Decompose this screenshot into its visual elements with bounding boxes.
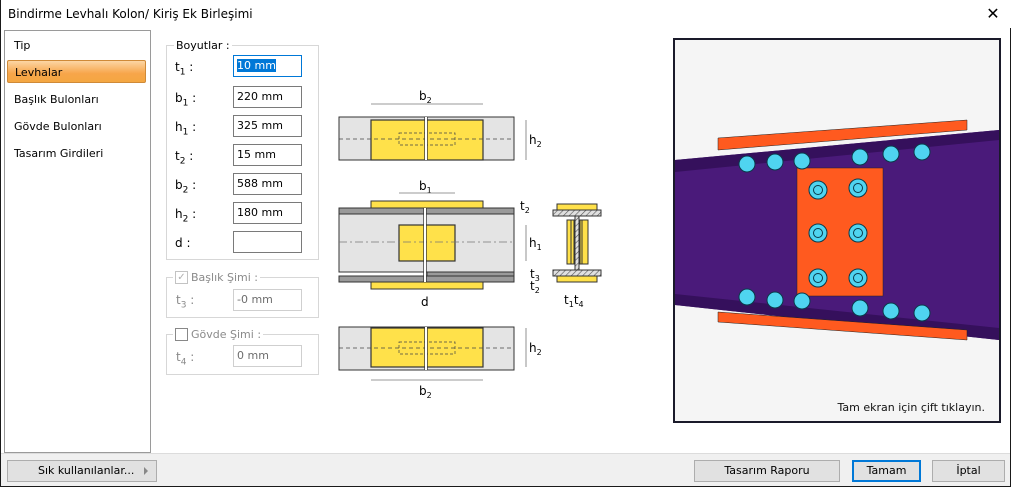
dim-label-b1: b1 : <box>175 91 197 109</box>
bottom-plan-view: h2 b2 <box>338 326 542 400</box>
design-report-button[interactable]: Tasarım Raporu <box>694 460 840 482</box>
bolt-3d <box>851 148 869 166</box>
chevron-right-icon <box>144 467 148 475</box>
sidebar-item-label: Tip <box>14 39 31 52</box>
t2-top-label: t2 <box>520 199 530 215</box>
sidebar-item-govde-bulonlari[interactable]: Gövde Bulonları <box>7 115 146 138</box>
sidebar-item-levhalar[interactable]: Levhalar <box>7 60 146 83</box>
bolt-3d <box>808 223 828 243</box>
bolt-3d <box>808 268 828 288</box>
web-shim-checkbox[interactable] <box>175 328 188 341</box>
sidebar-item-label: Başlık Bulonları <box>14 93 99 106</box>
dimensions-legend: Boyutlar : <box>174 39 232 52</box>
t4-label: t4 : <box>176 350 195 368</box>
dim-field-b2[interactable]: 588 mm <box>233 173 302 195</box>
dim-label-b2: b2 : <box>175 178 197 196</box>
top-plate-3d <box>717 119 968 151</box>
bolts-3d <box>738 143 931 322</box>
bolt-3d <box>851 299 869 317</box>
t4-field[interactable]: 0 mm <box>233 345 302 367</box>
dimensions-group: Boyutlar : <box>166 39 319 260</box>
footer-bar: Sık kullanılanlar... Tasarım Raporu Tama… <box>1 453 1010 486</box>
sidebar-item-label: Gövde Bulonları <box>14 120 102 133</box>
t3-label: t3 : <box>176 293 195 311</box>
b2-bottom-label: b2 <box>419 384 432 400</box>
bottom-flange-plate <box>370 281 484 290</box>
bolt-3d <box>793 292 811 310</box>
bolt-3d <box>766 291 784 309</box>
sidebar-nav: Tip Levhalar Başlık Bulonları Gövde Bulo… <box>4 30 151 453</box>
favorites-button[interactable]: Sık kullanılanlar... <box>7 460 157 482</box>
t2-bottom-label: t2 <box>530 279 540 295</box>
bottom-plate-3d <box>717 311 968 341</box>
dim-label-t1: t1 : <box>175 60 194 78</box>
viewer-hint: Tam ekran için çift tıklayın. <box>837 401 985 414</box>
t3-diagram-label: t3 <box>530 267 540 283</box>
dim-field-b1[interactable]: 220 mm <box>233 86 302 108</box>
dim-field-h2[interactable]: 180 mm <box>233 202 302 224</box>
elevation-view: b1 t2 h1 t3 t2 d <box>338 179 602 309</box>
bolt-3d <box>913 304 931 322</box>
d-label: d <box>421 295 429 309</box>
b2-top-label: b2 <box>419 89 432 105</box>
web-shim-group: Gövde Şimi : t4 : 0 mm <box>166 328 319 375</box>
bolt-3d <box>913 143 931 161</box>
bolt-3d <box>848 178 868 198</box>
sidebar-item-label: Levhalar <box>15 66 63 79</box>
sidebar-item-label: Tasarım Girdileri <box>14 147 104 160</box>
sidebar-item-baslik-bulonlari[interactable]: Başlık Bulonları <box>7 88 146 111</box>
shim <box>426 271 515 277</box>
cancel-button[interactable]: İptal <box>932 460 1005 482</box>
h2-top-label: h2 <box>529 133 542 149</box>
top-plan-view: b2 h2 <box>338 89 542 161</box>
bolt-3d <box>766 153 784 171</box>
h2-bottom-label: h2 <box>529 341 542 357</box>
web-shim-label: Gövde Şimi : <box>191 328 262 341</box>
dim-label-t2: t2 : <box>175 149 194 167</box>
bolt-3d <box>848 223 868 243</box>
bolt-3d <box>738 288 756 306</box>
flange-shim-label: Başlık Şimi : <box>191 271 259 284</box>
dim-field-t1[interactable]: 10 mm <box>233 55 302 77</box>
ok-button[interactable]: Tamam <box>852 460 921 482</box>
bolt-3d <box>808 180 828 200</box>
dim-label-h2: h2 : <box>175 207 197 225</box>
connection-diagram: b2 h2 b1 t2 h <box>338 89 602 400</box>
window-title: Bindirme Levhalı Kolon/ Kiriş Ek Birleşi… <box>8 7 253 21</box>
sidebar-item-tip[interactable]: Tip <box>7 34 146 57</box>
dim-field-t2[interactable]: 15 mm <box>233 144 302 166</box>
title-bar: Bindirme Levhalı Kolon/ Kiriş Ek Birleşi… <box>1 0 1011 28</box>
3d-model <box>675 119 999 341</box>
cross-section: t1t4 <box>552 203 602 309</box>
h1-label: h1 <box>529 236 542 252</box>
bolt-3d <box>848 268 868 288</box>
bolt-3d <box>882 145 900 163</box>
dim-label-d: d : <box>175 236 191 250</box>
flange-shim-legend: ✓ Başlık Şimi : <box>173 271 261 284</box>
favorites-label: Sık kullanılanlar... <box>38 464 135 477</box>
t1-t4-label: t1t4 <box>564 293 584 309</box>
sidebar-item-tasarim-girdileri[interactable]: Tasarım Girdileri <box>7 142 146 165</box>
dim-label-h1: h1 : <box>175 120 197 138</box>
bolt-3d <box>793 152 811 170</box>
web-plate <box>398 224 456 262</box>
flange-shim-group: ✓ Başlık Şimi : t3 : -0 mm <box>166 271 319 318</box>
web-shim-legend: Gövde Şimi : <box>173 328 264 341</box>
dim-field-d[interactable] <box>233 231 302 253</box>
3d-preview[interactable]: Tam ekran için çift tıklayın. <box>673 38 1001 423</box>
flange-shim-checkbox[interactable]: ✓ <box>175 271 188 284</box>
dim-field-h1[interactable]: 325 mm <box>233 115 302 137</box>
bolt-3d <box>882 302 900 320</box>
close-icon[interactable]: ✕ <box>986 4 1000 23</box>
top-flange-plate <box>370 200 484 209</box>
t3-field[interactable]: -0 mm <box>233 289 302 311</box>
bolt-3d <box>738 155 756 173</box>
